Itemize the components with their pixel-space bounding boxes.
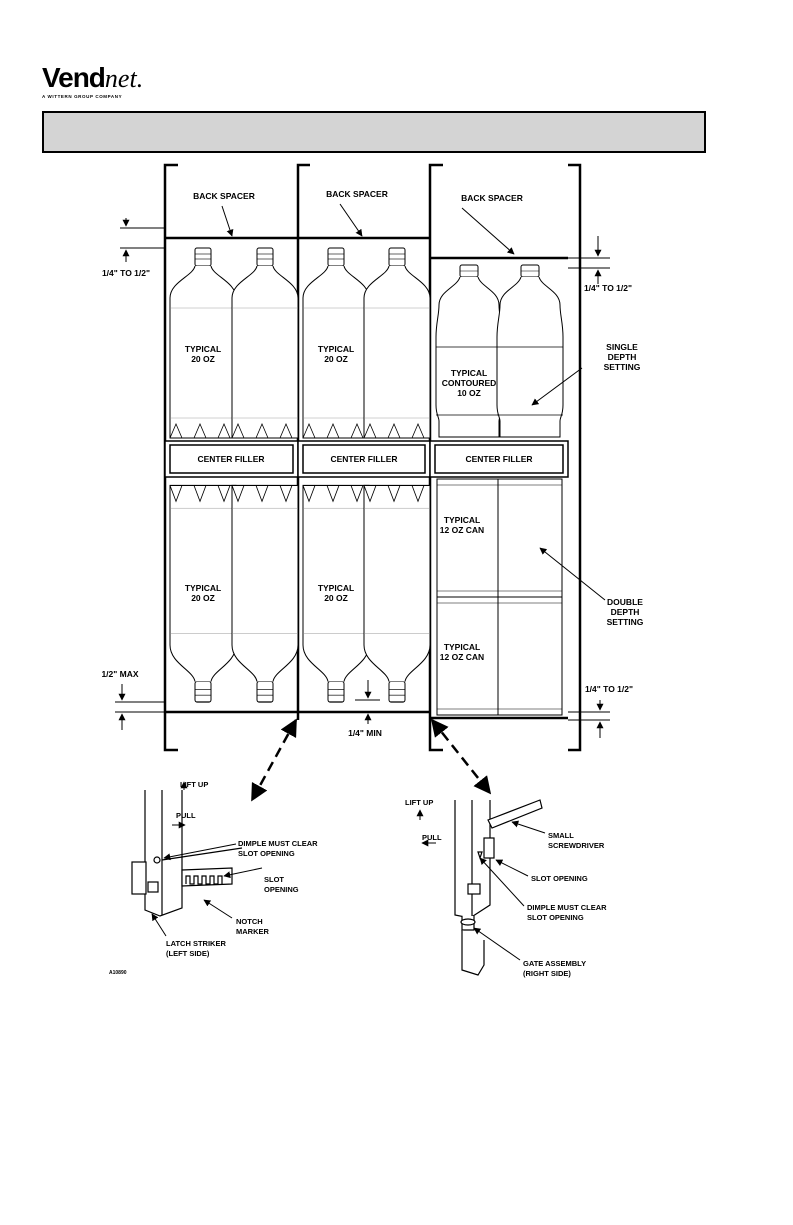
logo-wordmark: Vendnet. [42, 64, 143, 93]
title-bar [42, 111, 706, 153]
oz10-label: 10 OZ [457, 388, 481, 398]
gate-assembly-label: GATE ASSEMBLY [523, 959, 586, 968]
latch-striker-labels: LIFT UP PULL DIMPLE MUST CLEAR SLOT OPEN… [166, 780, 318, 958]
slot-opening-label-right: SLOT OPENING [531, 874, 588, 883]
typical-label: TYPICAL [451, 368, 487, 378]
typical-label: TYPICAL [318, 344, 354, 354]
can12-label: 12 OZ CAN [440, 525, 484, 535]
depth-label: DEPTH [608, 352, 637, 362]
pull-label: PULL [176, 811, 196, 820]
oz20-label: 20 OZ [191, 593, 215, 603]
opening-label: OPENING [264, 885, 299, 894]
latch-striker-pointers [151, 781, 263, 937]
logo-dot: . [136, 64, 144, 93]
dimension-markers [115, 203, 610, 738]
quarter-min-label: 1/4" MIN [348, 728, 382, 738]
oz20-label: 20 OZ [324, 354, 348, 364]
bottles-contoured [435, 264, 564, 438]
typical-label: TYPICAL [444, 515, 480, 525]
vendnet-logo: Vendnet. A WITTERN GROUP COMPANY [42, 64, 143, 100]
single-label: SINGLE [606, 342, 638, 352]
figure-id: A10890 [109, 970, 127, 976]
lift-up-label-right: LIFT UP [405, 798, 433, 807]
oz20-label: 20 OZ [191, 354, 215, 364]
can12-label: 12 OZ CAN [440, 652, 484, 662]
marker-label: MARKER [236, 927, 269, 936]
double-label: DOUBLE [607, 597, 643, 607]
gap-label-right-bottom: 1/4" TO 1/2" [585, 684, 633, 694]
gate-assembly-labels: LIFT UP PULL SMALL SCREWDRIVER SLOT OPEN… [405, 798, 607, 978]
diagram-labels: BACK SPACER BACK SPACER BACK SPACER TYPI… [101, 189, 643, 738]
slot-opening-label: SLOT OPENING [238, 849, 295, 858]
dimple-label-right: DIMPLE MUST CLEAR [527, 903, 607, 912]
pull-label-right: PULL [422, 833, 442, 842]
oz20-label: 20 OZ [324, 593, 348, 603]
setting-label: SETTING [604, 362, 641, 372]
center-filler-label-1: CENTER FILLER [197, 454, 264, 464]
gap-label-left: 1/4" TO 1/2" [102, 268, 150, 278]
setting-label: SETTING [607, 617, 644, 627]
gap-label-right-top: 1/4" TO 1/2" [584, 283, 632, 293]
logo-italic-part: net [104, 64, 137, 93]
center-filler-label-3: CENTER FILLER [465, 454, 532, 464]
center-filler-label-2: CENTER FILLER [330, 454, 397, 464]
logo-bold-part: Vend [42, 62, 106, 93]
slot-label: SLOT [264, 875, 284, 884]
depth-label: DEPTH [611, 607, 640, 617]
latch-striker-label: LATCH STRIKER [166, 939, 226, 948]
back-spacers [165, 236, 568, 260]
lift-up-label: LIFT UP [180, 780, 208, 789]
small-label: SMALL [548, 831, 574, 840]
dimple-label: DIMPLE MUST CLEAR [238, 839, 318, 848]
back-spacer-label-1: BACK SPACER [193, 191, 255, 201]
typical-label: TYPICAL [185, 344, 221, 354]
bottles-top-left [169, 247, 431, 439]
gate-assembly-pointers [416, 809, 546, 961]
left-side-label: (LEFT SIDE) [166, 949, 210, 958]
screwdriver-label: SCREWDRIVER [548, 841, 605, 850]
typical-label: TYPICAL [185, 583, 221, 593]
typical-label: TYPICAL [318, 583, 354, 593]
center-fillers [164, 440, 569, 478]
right-side-label: (RIGHT SIDE) [523, 969, 571, 978]
logo-tagline: A WITTERN GROUP COMPANY [42, 94, 123, 99]
contoured-label: CONTOURED [442, 378, 497, 388]
half-max-label: 1/2" MAX [101, 669, 138, 679]
notch-label: NOTCH [236, 917, 263, 926]
typical-label: TYPICAL [444, 642, 480, 652]
gate-assembly-detail [454, 799, 543, 976]
dimple-slot-label-right: SLOT OPENING [527, 913, 584, 922]
back-spacer-label-2: BACK SPACER [326, 189, 388, 199]
shelf-bottoms [165, 710, 568, 720]
back-spacer-label-3: BACK SPACER [461, 193, 523, 203]
latch-striker-detail [131, 790, 243, 917]
